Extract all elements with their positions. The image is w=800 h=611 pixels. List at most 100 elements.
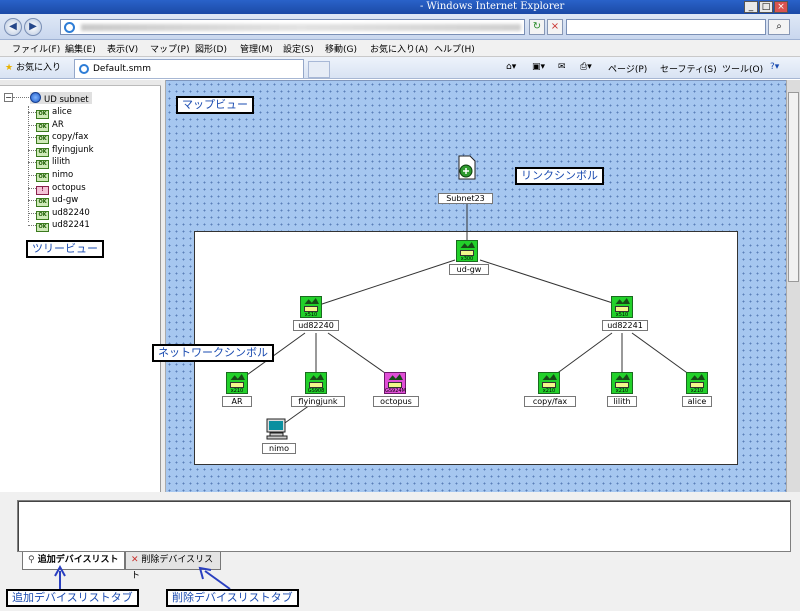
link-symbol-label: Subnet23 [438, 193, 493, 204]
scrollbar-thumb[interactable] [788, 92, 799, 282]
switch-icon[interactable]: x210 [538, 372, 560, 394]
print-icon[interactable]: ⎙▾ [580, 62, 592, 72]
menu-settings[interactable]: 設定(S) [283, 45, 314, 55]
device-label: lilith [607, 396, 637, 407]
back-icon[interactable]: ◀ [4, 18, 22, 36]
map-vertical-scrollbar[interactable] [786, 80, 800, 492]
device-list[interactable] [17, 500, 791, 552]
tools-menu[interactable]: ツール(O) [722, 65, 764, 75]
help-icon[interactable]: ?▾ [770, 62, 780, 72]
tree-connector [28, 212, 36, 214]
stop-icon[interactable]: × [547, 19, 563, 35]
pc-icon [266, 418, 288, 440]
tree-item-label: copy/fax [52, 132, 89, 143]
star-icon: ★ [5, 63, 14, 73]
annotation-add-tab: 追加デバイスリストタブ [6, 589, 139, 607]
tree-view [0, 80, 161, 492]
tree-item-label: lilith [52, 157, 71, 168]
tree-connector [28, 106, 29, 222]
menu-shape[interactable]: 図形(D) [195, 45, 227, 55]
favorites-button[interactable]: ★ お気に入り [2, 60, 64, 76]
switch-icon[interactable]: x300 [456, 240, 478, 262]
tree-root[interactable]: UD subnet [30, 92, 92, 105]
annotation-link-symbol: リンクシンボル [515, 167, 604, 185]
url-input[interactable] [60, 19, 525, 35]
tree-item-label: ud82241 [52, 220, 90, 231]
menu-manage[interactable]: 管理(M) [240, 45, 273, 55]
device-model: GS924M [385, 388, 406, 394]
page-menu[interactable]: ページ(P) [608, 65, 648, 75]
safety-menu[interactable]: セーフティ(S) [660, 65, 717, 75]
home-icon[interactable]: ⌂▾ [506, 62, 517, 72]
switch-icon[interactable]: x210 [686, 372, 708, 394]
new-tab-button[interactable] [308, 61, 330, 78]
tree-item-label: ud82240 [52, 207, 90, 218]
switch-icon[interactable]: GS908 [305, 372, 327, 394]
forward-icon[interactable]: ▶ [24, 18, 42, 36]
switch-roof [615, 298, 630, 304]
menu-file[interactable]: ファイル(F) [12, 45, 61, 55]
device-model: GS908 [307, 388, 325, 394]
device-label-nimo: nimo [262, 443, 296, 454]
switch-icon[interactable]: x210 [611, 372, 633, 394]
tree-scrollbar[interactable] [0, 80, 161, 86]
mail-icon[interactable]: ✉ [558, 62, 566, 72]
tree-root-label: UD subnet [44, 95, 89, 105]
tree-item[interactable]: !octopus [36, 182, 86, 195]
menu-help[interactable]: ヘルプ(H) [434, 45, 475, 55]
url-blurred [81, 24, 521, 31]
minimize-button[interactable]: _ [744, 1, 758, 13]
close-button[interactable]: × [774, 1, 788, 13]
feeds-icon[interactable]: ▣▾ [532, 62, 546, 72]
switch-body [615, 306, 629, 312]
switch-body [542, 382, 556, 388]
link-symbol-icon[interactable] [455, 155, 477, 181]
tab-deleted-devices[interactable]: ✕ 削除デバイスリスト [125, 552, 221, 581]
refresh-icon[interactable]: ↻ [529, 19, 545, 35]
ok-device-icon: OK [36, 147, 49, 157]
menu-view[interactable]: 表示(V) [107, 45, 139, 55]
device-model: x210 [615, 388, 629, 394]
switch-roof [230, 374, 245, 380]
tree-connector [28, 162, 36, 164]
switch-icon[interactable]: GS924M [384, 372, 406, 394]
maximize-button[interactable]: □ [759, 1, 773, 13]
menu-favorites[interactable]: お気に入り(A) [370, 45, 429, 55]
ok-device-icon: OK [36, 110, 49, 119]
device-model: x510 [615, 312, 629, 318]
menu-edit[interactable]: 編集(E) [65, 45, 96, 55]
annotation-network-symbol: ネットワークシンボル [152, 344, 274, 362]
switch-roof [388, 374, 403, 380]
tree-collapse-icon[interactable]: − [4, 93, 13, 102]
ok-device-icon: OK [36, 135, 49, 145]
tree-connector [28, 149, 36, 151]
switch-body [304, 306, 318, 312]
search-input[interactable] [566, 19, 766, 35]
ok-device-icon: OK [36, 173, 49, 182]
pane-splitter[interactable] [161, 80, 166, 492]
tab-default-smm[interactable]: Default.smm [74, 59, 304, 78]
switch-roof [304, 298, 319, 304]
switch-icon[interactable]: x510 [300, 296, 322, 318]
tree-item-label: octopus [52, 182, 86, 193]
switch-icon[interactable]: x210 [226, 372, 248, 394]
switch-roof [615, 374, 630, 380]
ok-device-icon: OK [36, 223, 49, 233]
search-icon[interactable]: ⌕ [768, 19, 790, 35]
computer-icon[interactable] [265, 418, 289, 440]
menu-move[interactable]: 移動(G) [325, 45, 357, 55]
menu-map[interactable]: マップ(P) [150, 45, 190, 55]
tab-added-devices[interactable]: ⚲ 追加デバイスリスト [22, 552, 125, 570]
switch-roof [542, 374, 557, 380]
switch-icon[interactable]: x510 [611, 296, 633, 318]
tree-connector [28, 187, 36, 189]
